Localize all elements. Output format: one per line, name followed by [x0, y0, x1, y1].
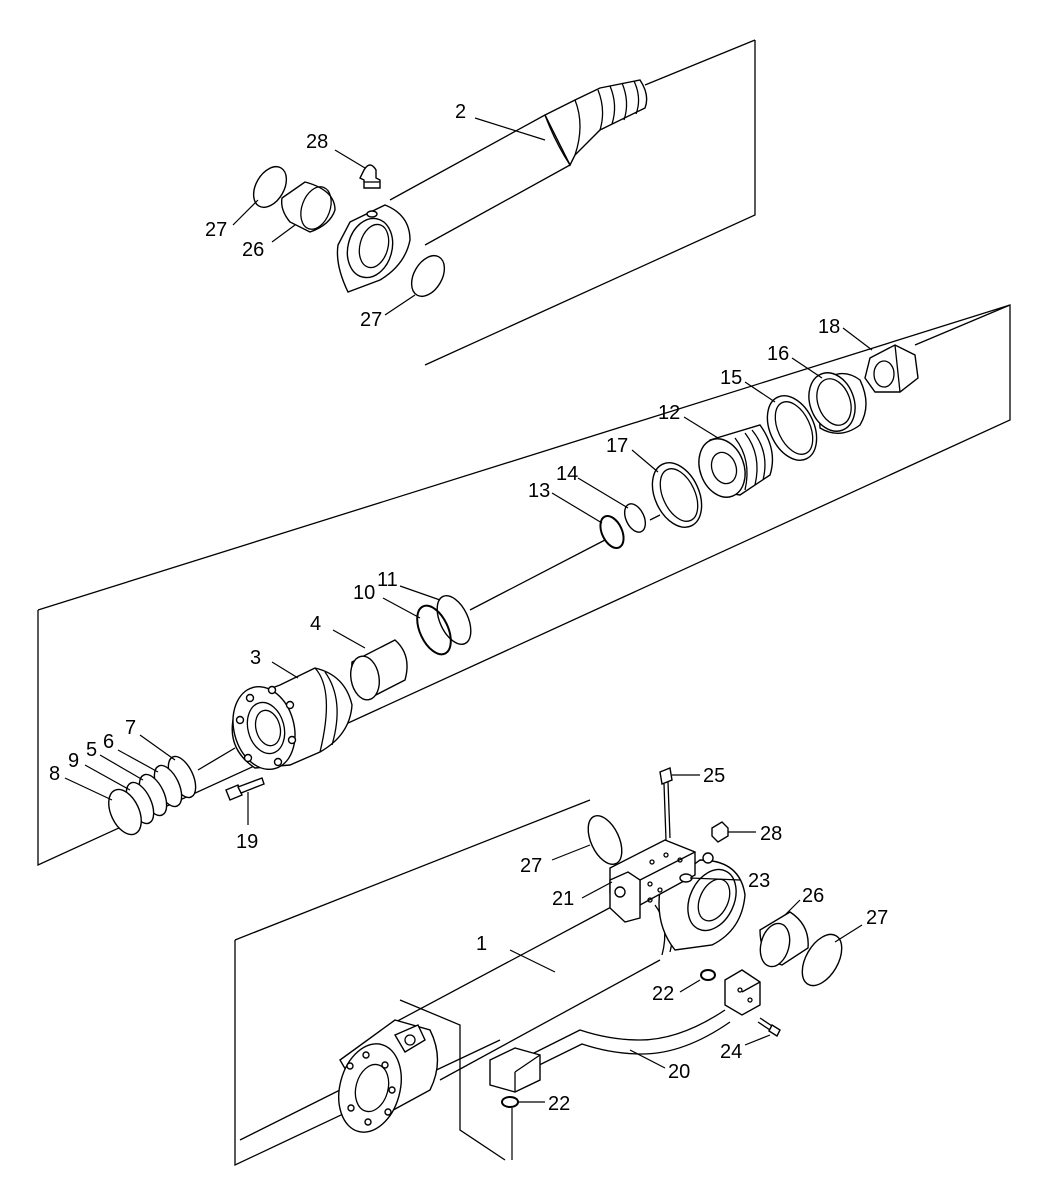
bushing-4: [349, 639, 408, 701]
label-part-28-rod: 28: [306, 131, 328, 153]
backup-ring-11: [436, 595, 472, 645]
label-part-3: 3: [250, 647, 261, 669]
o-ring-13: [599, 515, 625, 549]
label-part-26-tube: 26: [802, 885, 824, 907]
piston-12: [698, 424, 774, 498]
axis-line-right: [914, 304, 1011, 346]
label-part-12: 12: [658, 402, 680, 424]
nut-18: [864, 344, 919, 393]
axis-line-left: [197, 747, 236, 771]
screw-25: [659, 767, 673, 841]
o-ring-22-lower: [501, 1096, 519, 1108]
o-ring-22-upper: [700, 969, 716, 981]
cylinder-head-3: [231, 667, 353, 771]
label-part-17: 17: [606, 435, 628, 457]
callout-labels: 2 28 27 26 27 18 16 15 12 17 14 13 11 10…: [49, 101, 888, 1115]
label-part-28-tube: 28: [760, 823, 782, 845]
seal-ring-rod-27-left: [252, 166, 288, 208]
label-part-27-rod-right: 27: [360, 309, 382, 331]
label-part-6: 6: [103, 731, 114, 753]
bushing-rod-26: [280, 181, 336, 233]
label-part-5: 5: [86, 739, 97, 761]
grease-nipple-tube-28: [711, 821, 729, 843]
seal-17: [651, 462, 703, 528]
seal-ring-tube-27-right: [801, 933, 843, 987]
label-part-7: 7: [125, 717, 136, 739]
valve-block-21: [609, 839, 696, 923]
label-part-21: 21: [552, 888, 574, 910]
rod-head-eye: [336, 204, 411, 293]
label-part-14: 14: [556, 463, 578, 485]
bushing-tube-26: [759, 911, 809, 968]
label-part-22-upper: 22: [652, 983, 674, 1005]
wear-ring-15: [766, 395, 818, 461]
label-part-11: 11: [377, 569, 398, 591]
label-part-15: 15: [720, 367, 742, 389]
piston-ring-16: [808, 372, 867, 434]
label-part-27-rod-left: 27: [205, 219, 227, 241]
label-part-4: 4: [310, 613, 321, 635]
frame-rod-panel: [424, 40, 756, 366]
label-part-18: 18: [818, 316, 840, 338]
label-part-24: 24: [720, 1041, 742, 1063]
o-ring-10: [416, 604, 452, 656]
seal-ring-rod-27-right: [410, 255, 446, 297]
label-part-10: 10: [353, 582, 375, 604]
grease-nipple-rod-28: [359, 164, 381, 189]
label-part-16: 16: [767, 343, 789, 365]
label-part-23: 23: [748, 870, 770, 892]
label-part-8: 8: [49, 763, 60, 785]
label-part-25: 25: [703, 765, 725, 787]
label-part-1: 1: [476, 933, 487, 955]
backup-ring-14: [623, 503, 647, 533]
label-part-13: 13: [528, 480, 550, 502]
label-part-2: 2: [455, 101, 466, 123]
label-part-19: 19: [236, 831, 258, 853]
screw-24: [757, 1017, 781, 1038]
piston-rod: [389, 39, 756, 246]
frame-tube-inner: [399, 999, 506, 1161]
cylinder-tube-1: [239, 901, 674, 1141]
axis-line-piston: [469, 539, 606, 611]
bolt-19: [225, 777, 265, 801]
frame-tube-top: [234, 799, 591, 941]
ring-8: [108, 788, 142, 836]
leader-lines: [64, 117, 873, 1160]
label-part-9: 9: [68, 750, 79, 772]
label-part-27-tube-right: 27: [866, 907, 888, 929]
axis-line-segment: [649, 514, 661, 521]
frame-piston-panel: [37, 304, 1011, 867]
pipe-20: [489, 969, 761, 1093]
label-part-26-rod: 26: [242, 239, 264, 261]
label-part-27-tube-left: 27: [520, 855, 542, 877]
label-part-22-lower: 22: [548, 1093, 570, 1115]
label-part-20: 20: [668, 1061, 690, 1083]
seal-ring-tube-27-left: [587, 815, 623, 865]
